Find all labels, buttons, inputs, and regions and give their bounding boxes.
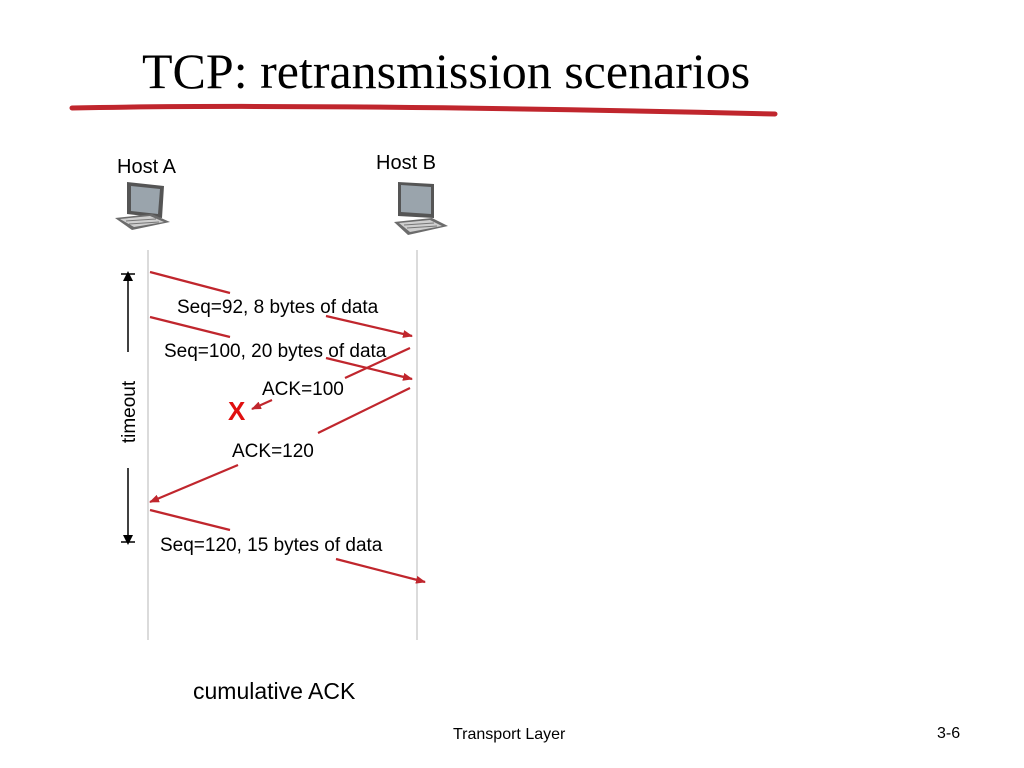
page-number: 3-6 [937,725,961,742]
timeout-label: timeout [119,380,140,444]
ack120-line-end [149,463,239,504]
slide-title: TCP: retransmission scenarios [142,46,750,96]
ack120-line-start [317,387,411,434]
packet-loss-marker: X [228,396,246,426]
segment-seq92-line-start [149,270,231,295]
segment-seq92-line-end [325,314,413,338]
ack100-line-start [344,347,411,379]
segment-seq100-line-end [325,356,413,381]
ack100-line-end [251,398,273,411]
ack100-lost [251,347,411,411]
segment-seq100-label: Seq=100, 20 bytes of data [164,341,387,362]
segment-seq120 [149,508,426,584]
segment-seq120-line-end [335,557,426,584]
segment-seq100 [149,315,413,381]
segment-seq120-line-start [149,508,231,532]
host-b-computer-icon [394,182,448,235]
diagram-caption: cumulative ACK [193,678,356,704]
ack100-label: ACK=100 [262,379,344,400]
segment-seq100-line-start [149,315,231,339]
ack120 [149,387,411,504]
segment-seq92 [149,270,413,338]
footer-section: Transport Layer [453,726,566,743]
title-underline [69,103,778,117]
title-rest: retransmission scenarios [247,43,751,99]
segment-seq92-label: Seq=92, 8 bytes of data [177,297,379,318]
title-prefix: TCP: [142,43,248,99]
ack120-label: ACK=120 [232,441,314,462]
segment-seq120-label: Seq=120, 15 bytes of data [160,535,383,556]
host-b-label: Host B [376,152,437,174]
host-a-computer-icon [115,182,170,230]
host-a-label: Host A [117,156,176,178]
